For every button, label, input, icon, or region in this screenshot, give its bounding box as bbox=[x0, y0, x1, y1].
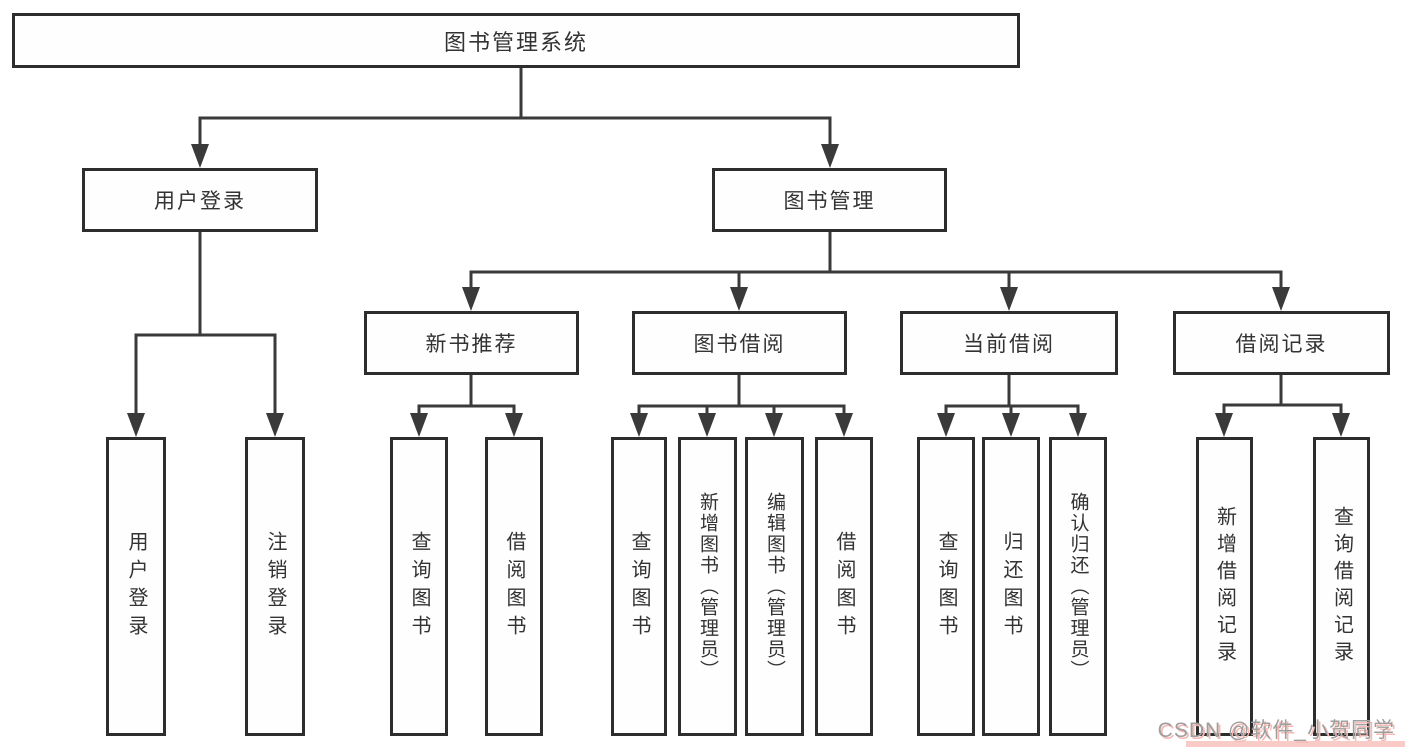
leaf-current-query-books: 查询图书 bbox=[917, 437, 975, 736]
leaf-current-return-books: 归还图书 bbox=[982, 437, 1040, 736]
node-root-system: 图书管理系统 bbox=[12, 13, 1020, 68]
node-new-book-rec: 新书推荐 bbox=[364, 311, 579, 375]
connector-book-mgmt-split bbox=[462, 232, 1290, 311]
leaf-user-login: 用户登录 bbox=[106, 437, 166, 736]
leaf-current-confirm-return-admin: 确认归还（管理员） bbox=[1049, 437, 1107, 736]
connector-borrow-records-split bbox=[1215, 375, 1350, 437]
leaf-records-add-record: 新增借阅记录 bbox=[1196, 437, 1253, 736]
leaf-borrow-query-books: 查询图书 bbox=[611, 437, 667, 736]
node-book-borrow: 图书借阅 bbox=[632, 311, 847, 375]
connector-current-borrow-split bbox=[937, 375, 1087, 437]
leaf-records-query-record: 查询借阅记录 bbox=[1313, 437, 1370, 736]
leaf-newrec-query-books: 查询图书 bbox=[390, 437, 448, 736]
leaf-borrow-add-books-admin: 新增图书（管理员） bbox=[678, 437, 737, 736]
connector-book-borrow-split bbox=[630, 375, 853, 437]
node-book-mgmt: 图书管理 bbox=[712, 168, 947, 232]
connector-root-split bbox=[191, 66, 839, 168]
connector-new-book-rec-split bbox=[410, 375, 523, 437]
watermark-shadow-strip bbox=[1186, 741, 1405, 747]
leaf-borrow-borrow-books: 借阅图书 bbox=[815, 437, 873, 736]
leaf-borrow-edit-books-admin: 编辑图书（管理员） bbox=[745, 437, 804, 736]
leaf-logout-login: 注销登录 bbox=[245, 437, 305, 736]
connector-user-login-split bbox=[127, 232, 284, 437]
leaf-newrec-borrow-books: 借阅图书 bbox=[485, 437, 543, 736]
node-current-borrow: 当前借阅 bbox=[900, 311, 1118, 375]
node-borrow-records: 借阅记录 bbox=[1173, 311, 1390, 375]
node-user-login: 用户登录 bbox=[82, 168, 318, 232]
watermark: CSDN @软件_小贺同学 bbox=[1157, 719, 1395, 742]
